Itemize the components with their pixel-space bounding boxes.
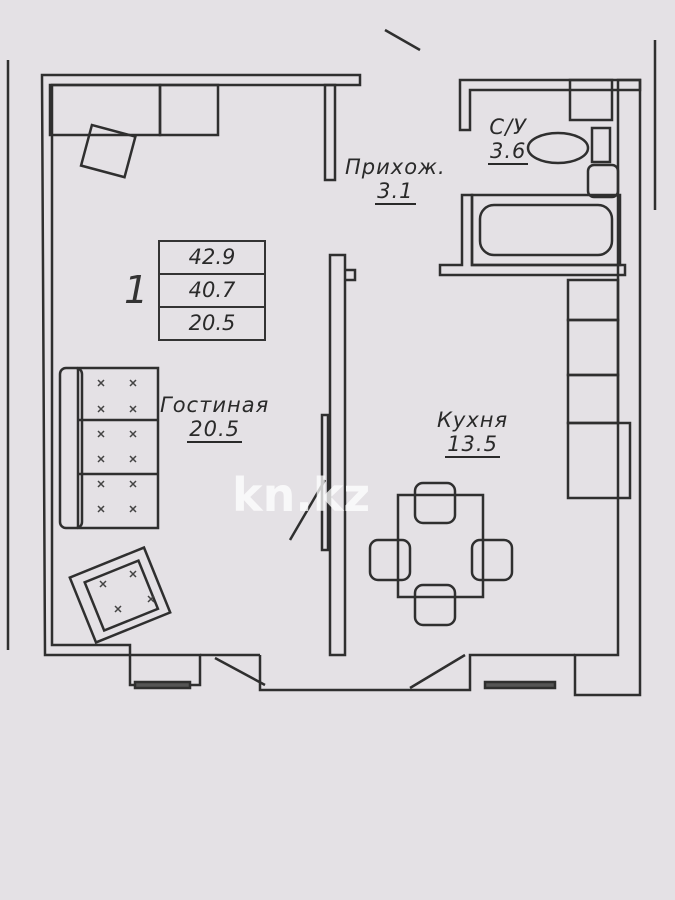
room-hallway: Прихож. 3.1 — [345, 155, 446, 205]
kitchen-counter — [566, 318, 620, 377]
areas-table: 42.9 40.7 20.5 — [158, 240, 266, 341]
door — [288, 479, 327, 541]
door-leaf — [320, 413, 330, 552]
room-area: 13.5 — [445, 432, 500, 458]
dining-chair — [413, 583, 457, 627]
room-name: Гостиная — [160, 393, 270, 417]
dining-chair — [368, 538, 412, 582]
dining-chair — [470, 538, 514, 582]
toilet-tank — [590, 126, 612, 164]
kitchen-sink — [566, 278, 620, 322]
window — [483, 680, 557, 690]
cushion-marks — [97, 379, 155, 613]
entrance-door — [384, 28, 421, 52]
room-name: С/У — [489, 115, 527, 139]
dining-chair — [413, 481, 457, 525]
room-area: 3.1 — [375, 179, 416, 205]
window — [133, 680, 192, 690]
cabinet — [158, 83, 220, 137]
room-area: 3.6 — [488, 139, 529, 165]
right-outer-wall — [573, 78, 642, 697]
washing-machine — [568, 78, 614, 122]
room-living: Гостиная 20.5 — [160, 393, 269, 443]
sink — [586, 163, 620, 199]
room-name: Прихож. — [345, 155, 446, 179]
hall-wall-stub — [323, 83, 337, 182]
bathtub — [478, 203, 614, 257]
door — [214, 656, 266, 687]
watermark: kn.kz — [232, 468, 371, 522]
fridge — [566, 421, 632, 500]
room-area: 20.5 — [187, 417, 242, 443]
living-area: 20.5 — [188, 311, 236, 335]
stove — [566, 373, 620, 425]
rooms-count: 1 — [124, 268, 149, 312]
bottom-wall — [200, 653, 575, 692]
door — [409, 653, 466, 690]
sofa-seat — [76, 366, 160, 530]
dining-table — [396, 493, 485, 599]
toilet — [526, 131, 590, 165]
room-bathroom: С/У 3.6 — [488, 115, 529, 165]
total-area: 42.9 — [160, 242, 264, 275]
armchair — [68, 545, 172, 645]
usable-area: 40.7 — [160, 275, 264, 308]
chair — [79, 123, 137, 179]
room-kitchen: Кухня 13.5 — [437, 408, 508, 458]
partition-wall — [328, 253, 357, 657]
sofa — [58, 366, 84, 530]
room-name: Кухня — [437, 408, 509, 432]
left-outer-wall — [40, 73, 362, 687]
